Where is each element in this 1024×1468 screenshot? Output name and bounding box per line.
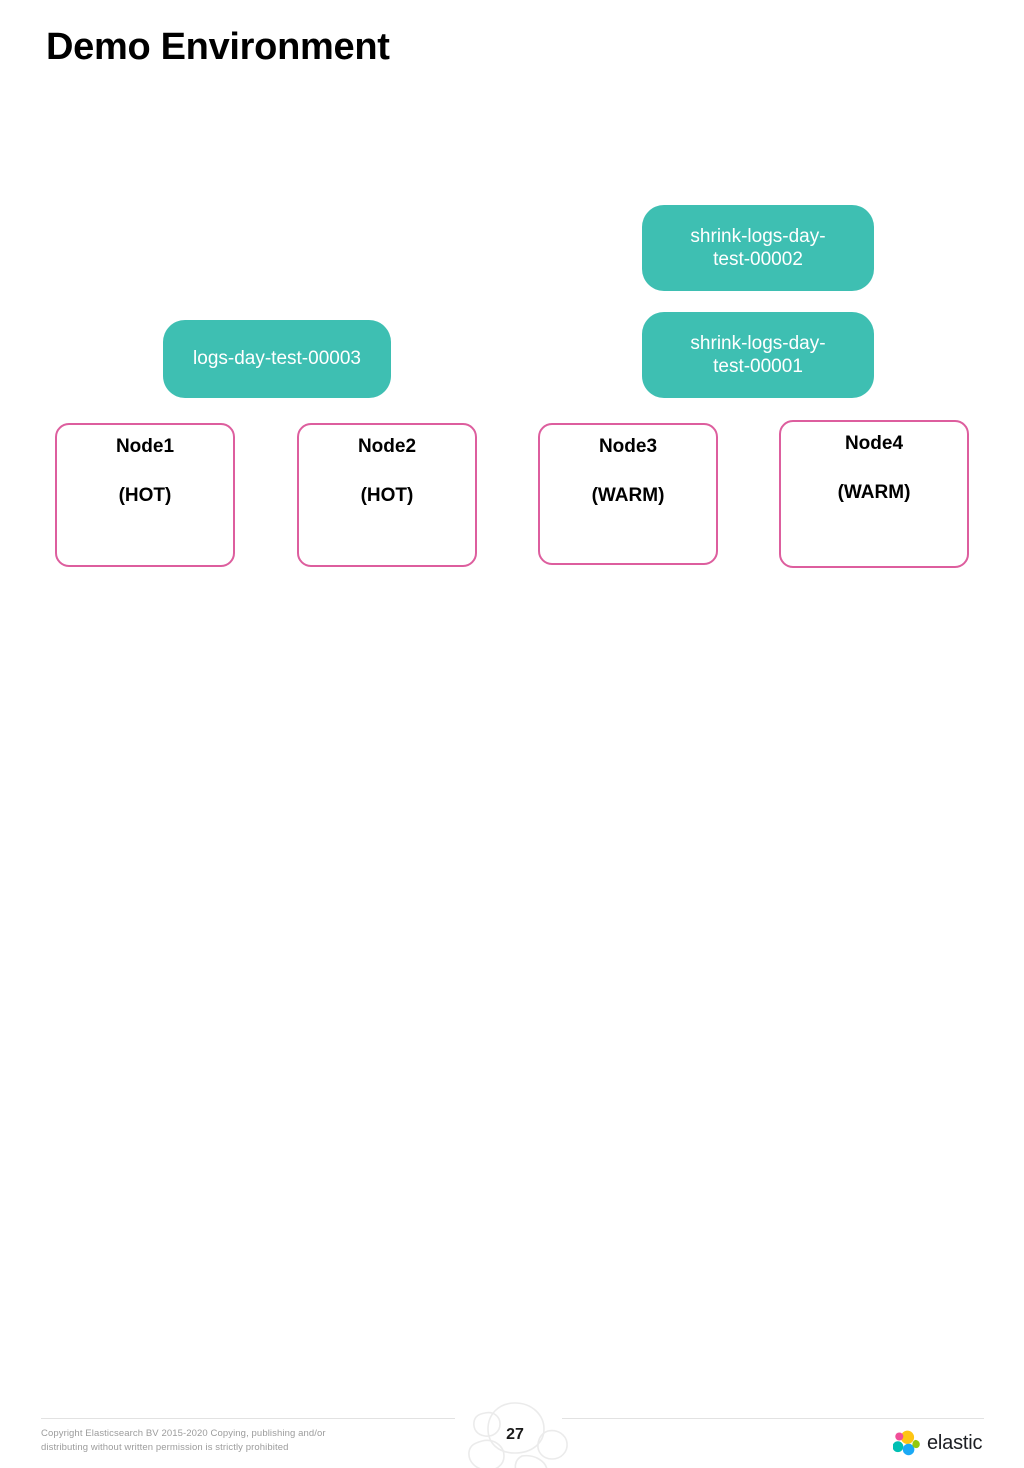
index-box-shrink-logs-day-test-00001: shrink-logs-day- test-00001 <box>642 312 874 398</box>
index-box-logs-day-test-00003: logs-day-test-00003 <box>163 320 391 398</box>
footer-divider-right <box>562 1418 984 1419</box>
elastic-brand-logo: elastic <box>893 1426 989 1460</box>
node-name: Node4 <box>844 433 904 454</box>
slide-footer: Copyright Elasticsearch BV 2015-2020 Cop… <box>0 700 1024 1468</box>
node-box-node1: Node1 (HOT) <box>55 423 235 567</box>
node-name: Node3 <box>598 436 658 457</box>
node-tier: (WARM) <box>837 481 911 503</box>
page-number: 27 <box>506 1425 524 1443</box>
index-box-shrink-logs-day-test-00002: shrink-logs-day- test-00002 <box>642 205 874 291</box>
footer-divider-left <box>41 1418 455 1419</box>
node-tier: (WARM) <box>591 484 665 506</box>
index-label: logs-day-test-00003 <box>193 348 361 370</box>
node-tier: (HOT) <box>360 484 414 506</box>
brand-wordmark: elastic <box>927 1432 983 1454</box>
page-title: Demo Environment <box>46 26 390 68</box>
architecture-diagram: logs-day-test-00003 shrink-logs-day- tes… <box>0 0 1024 700</box>
node-name: Node1 <box>115 436 175 457</box>
node-name: Node2 <box>357 436 417 457</box>
elastic-cluster-logo-icon <box>893 1430 920 1456</box>
index-label: shrink-logs-day- test-00001 <box>690 332 826 377</box>
node-box-node4: Node4 (WARM) <box>779 420 969 568</box>
page-number-marker: 27 <box>452 1401 578 1468</box>
index-label: shrink-logs-day- test-00002 <box>690 225 826 270</box>
node-box-node3: Node3 (WARM) <box>538 423 718 565</box>
node-box-node2: Node2 (HOT) <box>297 423 477 567</box>
node-tier: (HOT) <box>118 484 172 506</box>
copyright-text: Copyright Elasticsearch BV 2015-2020 Cop… <box>41 1428 326 1453</box>
